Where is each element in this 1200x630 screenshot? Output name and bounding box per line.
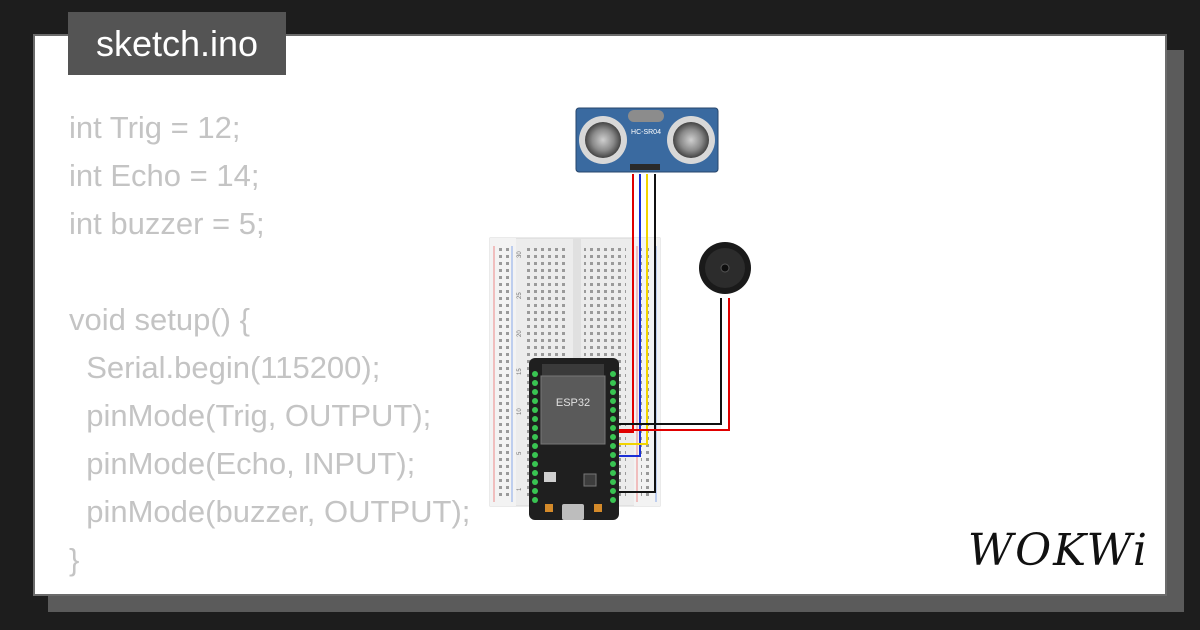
wokwi-logo: WOKWi [967, 525, 1149, 576]
chip-icon [583, 473, 597, 487]
sensor-label: HC-SR04 [631, 129, 661, 136]
wire-gnd [617, 174, 656, 493]
breadboard-number: 15 [517, 368, 523, 375]
code-line: pinMode(Trig, OUTPUT); [69, 398, 432, 433]
breadboard-number: 25 [517, 292, 523, 299]
breadboard-number: 5 [517, 451, 523, 455]
esp32-pins-right [610, 371, 616, 503]
code-preview: int Trig = 12; int Echo = 14; int buzzer… [69, 104, 470, 584]
code-line: Serial.begin(115200); [69, 350, 381, 385]
ultrasonic-sensor: HC-SR04 [575, 107, 719, 173]
breadboard-number: 10 [517, 408, 523, 415]
breadboard-number: 30 [517, 251, 523, 258]
circuit-diagram: 30 25 20 15 10 5 1 HC-S [489, 107, 751, 520]
code-line: } [69, 542, 80, 577]
code-line: int buzzer = 5; [69, 206, 265, 241]
wire-buzzer-signal [617, 298, 730, 431]
breadboard-numbers: 30 25 20 15 10 5 1 [517, 251, 523, 491]
code-line: int Echo = 14; [69, 158, 260, 193]
preview-card: int Trig = 12; int Echo = 14; int buzzer… [33, 34, 1167, 596]
file-name-tab: sketch.ino [68, 12, 286, 75]
breadboard-number: 20 [517, 330, 523, 337]
usb-port-icon [562, 504, 584, 520]
esp32-pins-left [532, 371, 538, 503]
breadboard-number: 1 [517, 487, 523, 491]
button-icon [544, 472, 556, 482]
wire-buzzer-gnd [617, 298, 722, 425]
code-line: int Trig = 12; [69, 110, 241, 145]
code-line: pinMode(buzzer, OUTPUT); [69, 494, 471, 529]
code-line: pinMode(Echo, INPUT); [69, 446, 416, 481]
esp32-board: ESP32 [529, 358, 619, 520]
wire-vcc [617, 174, 634, 433]
esp32-label: ESP32 [556, 397, 590, 409]
code-line: void setup() { [69, 302, 250, 337]
buzzer [699, 242, 751, 294]
